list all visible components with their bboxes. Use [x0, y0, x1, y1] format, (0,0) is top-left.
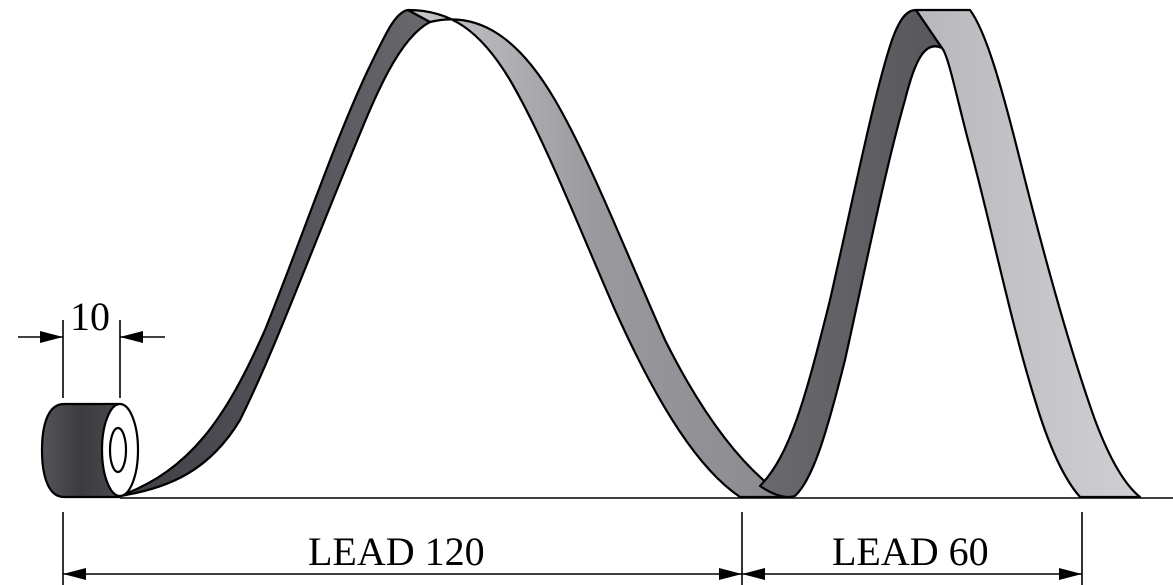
band-fall-lead-120 — [406, 8, 787, 499]
width-dimension-label: 10 — [70, 294, 110, 339]
tape-roll-body — [40, 402, 122, 499]
lead-dimensions: LEAD 120 LEAD 60 — [62, 512, 1083, 585]
tape-roll-core — [108, 426, 128, 474]
band-rise-lead-120 — [118, 8, 432, 498]
width-dimension: 10 — [18, 294, 165, 398]
lead-120-label: LEAD 120 — [308, 529, 485, 574]
lead-60-label: LEAD 60 — [832, 529, 989, 574]
band-rise-lead-60 — [758, 8, 944, 498]
band-fall-lead-60 — [914, 8, 1142, 499]
